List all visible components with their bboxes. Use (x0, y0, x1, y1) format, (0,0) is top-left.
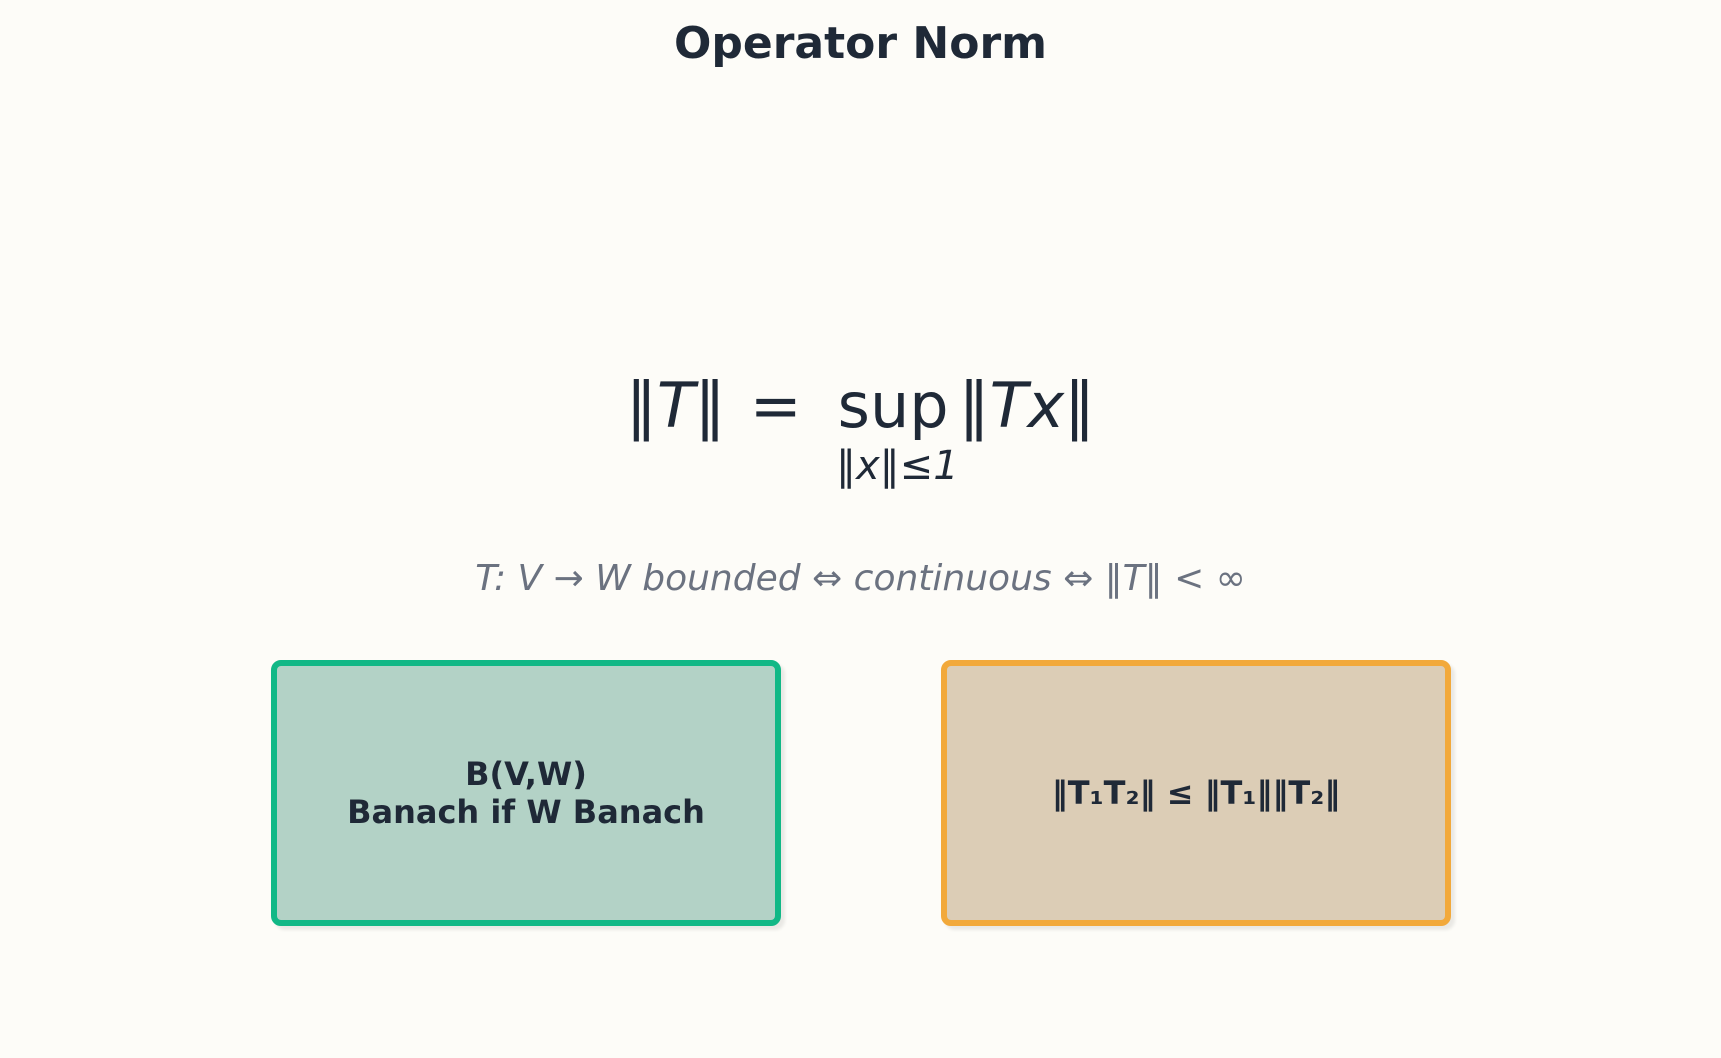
banach-box-line2: Banach if W Banach (347, 793, 705, 831)
diagram-title: Operator Norm (673, 18, 1047, 69)
formula-sup: sup (837, 369, 949, 442)
formula-lhs: ‖T‖ (625, 369, 726, 442)
submultiplicative-text: ‖T₁T₂‖ ≤ ‖T₁‖‖T₂‖ (1051, 774, 1341, 812)
submultiplicative-box: ‖T₁T₂‖ ≤ ‖T₁‖‖T₂‖ (941, 660, 1451, 926)
bounded-continuous-caption: T: V → W bounded ⇔ continuous ⇔ ‖T‖ < ∞ (475, 558, 1246, 599)
banach-space-box: B(V,W) Banach if W Banach (271, 660, 781, 926)
formula-rhs: ‖Tx‖ (958, 369, 1096, 442)
operator-norm-formula: ‖T‖ = sup‖Tx‖ (0, 368, 1721, 444)
banach-box-line1: B(V,W) (465, 755, 587, 793)
formula-subscript: ‖x‖≤1 (836, 442, 959, 490)
formula-equals: = (749, 369, 802, 442)
formula-subscript-text: ‖x‖≤1 (836, 443, 959, 489)
